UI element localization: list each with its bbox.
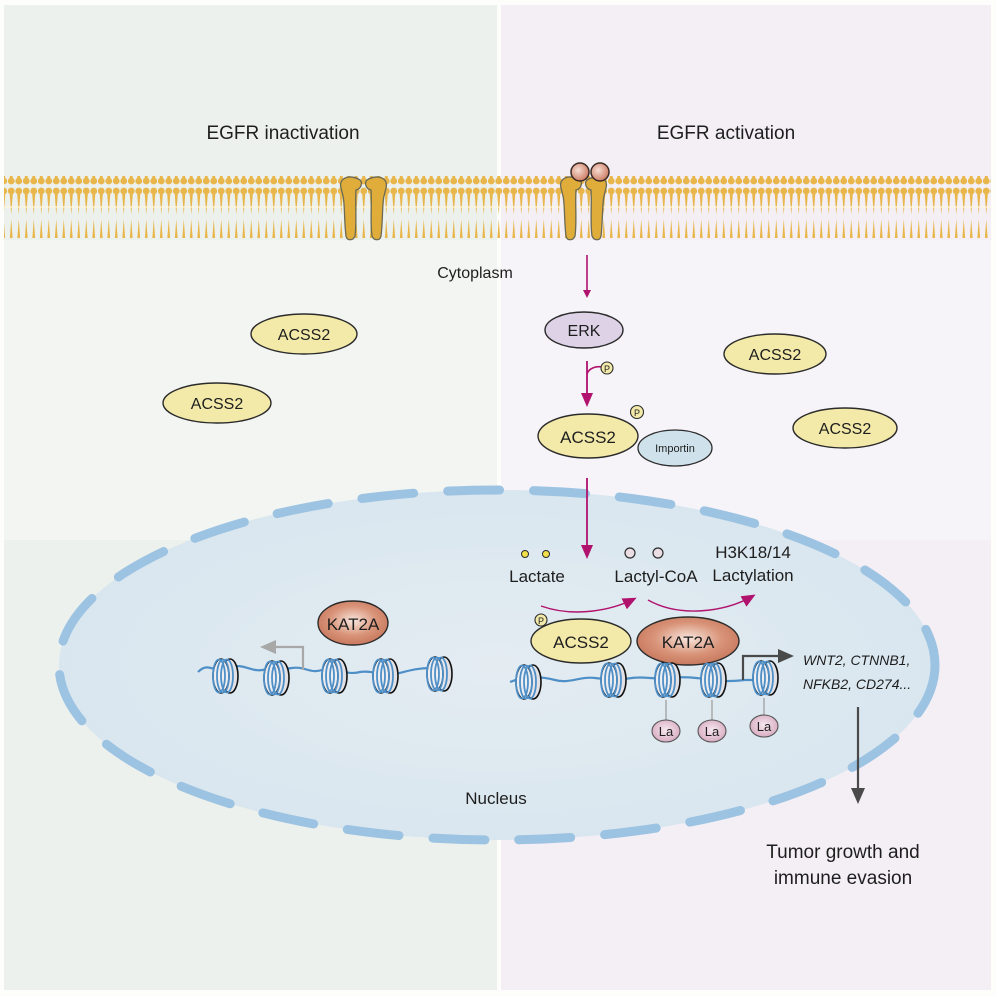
nucleosome-icon [263, 660, 290, 696]
lactyl-mark-label: La [659, 724, 674, 739]
acss2-cytoplasmic-left-1: ACSS2 [250, 313, 358, 355]
nucleosome-icon [372, 658, 399, 694]
svg-text:H3K18/14: H3K18/14 [715, 543, 791, 562]
outcome-line2: immune evasion [774, 868, 912, 889]
nucleosome-icon [700, 662, 727, 698]
svg-text:P: P [538, 616, 544, 626]
svg-text:ACSS2: ACSS2 [560, 428, 616, 447]
kat2a-inactive-node: KAT2A [317, 600, 389, 646]
acss2-cytoplasmic-left-2: ACSS2 [162, 382, 272, 424]
transcription-start-active [741, 649, 794, 680]
lactate-molecules: Lactate [509, 550, 565, 586]
title-egfr-inactivation: EGFR inactivation [206, 123, 359, 144]
egfr-monomer-right-icon [584, 176, 608, 241]
nucleosome-icon [426, 656, 453, 692]
acss2-cytoplasmic-right-1: ACSS2 [723, 333, 827, 375]
nucleosome-icon [752, 660, 779, 696]
phosphate-icon [629, 404, 645, 420]
acss2-phospho-node [537, 413, 639, 459]
lactate-icon [542, 550, 550, 558]
svg-text:Lactyl-CoA: Lactyl-CoA [614, 567, 698, 586]
acss2-nuclear-node: ACSS2 P [530, 613, 632, 664]
nucleosome-group [212, 656, 779, 700]
nucleosome-icon [600, 662, 627, 698]
lactyl-mark-icon: La [749, 714, 779, 738]
nucleosome-icon [515, 664, 542, 700]
svg-text:ACSS2: ACSS2 [819, 421, 872, 438]
svg-text:ACSS2: ACSS2 [278, 327, 331, 344]
svg-text:Lactate: Lactate [509, 567, 565, 586]
lactyl-mark-label: La [757, 719, 772, 734]
lactyl-coa-icon [624, 547, 636, 559]
importin-node [637, 429, 713, 467]
title-egfr-activation: EGFR activation [657, 123, 795, 144]
nucleus [54, 485, 940, 845]
egfr-receptor-inactive [339, 176, 388, 241]
target-genes-line1: WNT2, CTNNB1, [803, 652, 910, 668]
lactyl-coa-icon [652, 547, 664, 559]
acss2-importin-complex: Importin ACSS2 P [537, 404, 713, 467]
target-genes-line2: NFKB2, CD274... [803, 676, 911, 692]
svg-text:ERK: ERK [568, 323, 601, 340]
arrow-lactyl-coa-to-lactylation [647, 594, 756, 612]
arrow-lactate-to-lactyl-coa [540, 597, 637, 613]
nucleosome-icon [654, 662, 681, 698]
kat2a-nuclear-node: KAT2A [636, 616, 740, 666]
lactylation-marks: La La La [651, 714, 779, 743]
svg-text:P: P [604, 364, 610, 374]
label-cytoplasm: Cytoplasm [437, 265, 513, 282]
lactyl-mark-icon: La [651, 719, 681, 743]
importin-label: Importin [655, 443, 695, 455]
outcome-line1: Tumor growth and [766, 842, 919, 863]
nucleosome-icon [212, 658, 239, 694]
label-nucleus: Nucleus [465, 789, 526, 808]
svg-text:Lactylation: Lactylation [712, 566, 793, 585]
acss2-cytoplasmic-right-2: ACSS2 [792, 407, 898, 449]
svg-text:KAT2A: KAT2A [662, 633, 715, 652]
egfr-receptor-active [559, 162, 610, 241]
h3k18-lactylation-label: H3K18/14 Lactylation [712, 543, 793, 585]
nucleosome-icon [321, 658, 348, 694]
lactyl-mark-icon: La [697, 719, 727, 743]
svg-text:ACSS2: ACSS2 [191, 396, 244, 413]
egfr-monomer-left-icon [339, 176, 363, 241]
phosphorylation-arrow: P [581, 361, 614, 407]
egf-ligand-icon [590, 162, 610, 182]
lactyl-coa-molecules: Lactyl-CoA [614, 547, 698, 586]
svg-text:KAT2A: KAT2A [327, 615, 380, 634]
egf-ligand-icon [570, 162, 590, 182]
svg-text:P: P [634, 408, 640, 418]
svg-text:ACSS2: ACSS2 [749, 347, 802, 364]
svg-text:ACSS2: ACSS2 [553, 633, 609, 652]
egfr-monomer-right-icon [364, 176, 388, 241]
phosphate-icon [534, 613, 548, 627]
erk-node: ERK [544, 311, 624, 349]
transcription-start-repressed [260, 640, 305, 670]
phosphate-icon [600, 361, 614, 375]
lactate-icon [521, 550, 529, 558]
lactyl-mark-label: La [705, 724, 720, 739]
